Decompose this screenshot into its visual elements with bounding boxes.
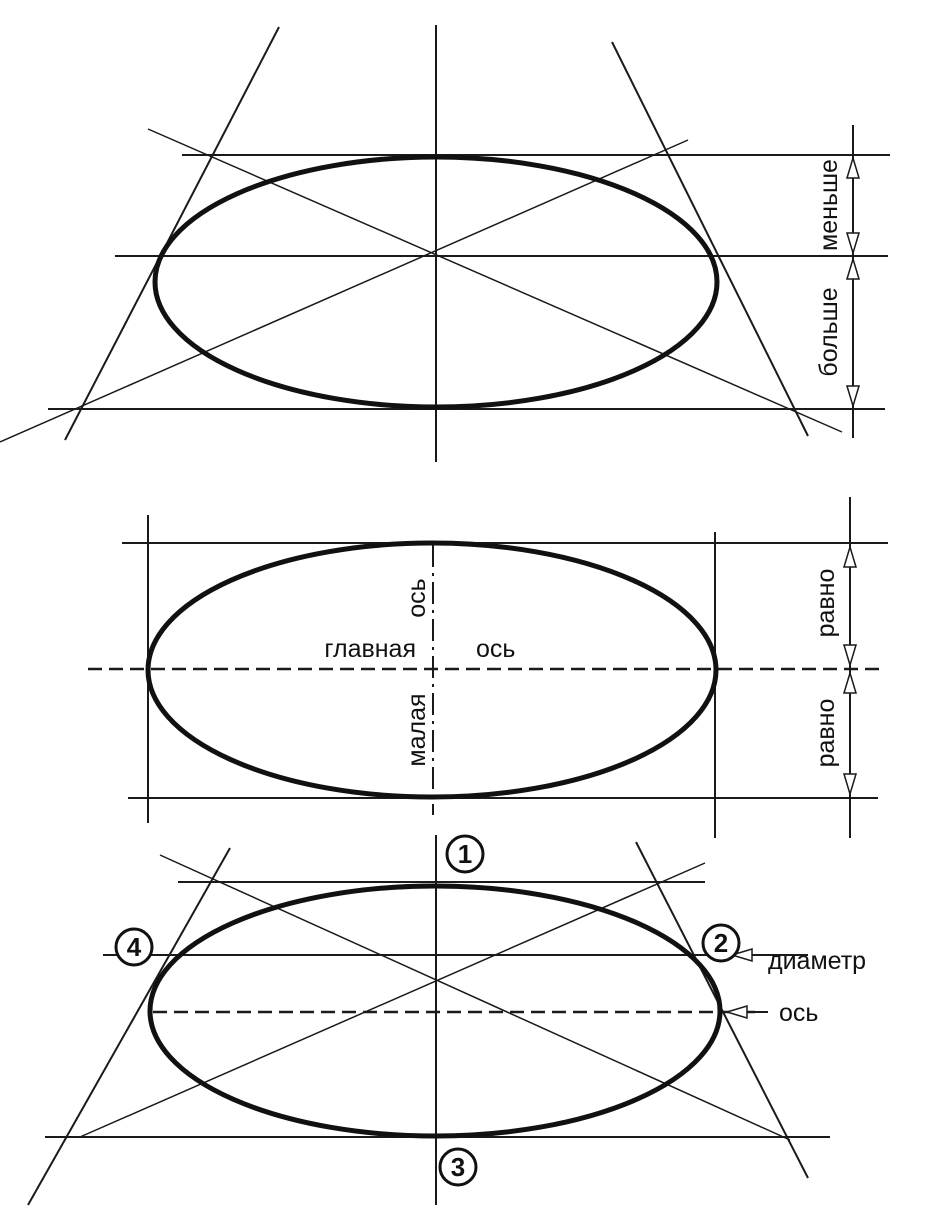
point-3-number: 3 [451, 1152, 465, 1182]
label-major-axis-word1: главная [324, 635, 416, 663]
label-equal-bottom: равно [812, 699, 840, 768]
fig2-arrow-3 [842, 670, 858, 694]
label-axis: ось [779, 999, 818, 1027]
label-minor-axis-word2: ось [403, 578, 431, 617]
point-4-circle [114, 927, 154, 967]
point-2-number: 2 [714, 928, 728, 958]
point-1-circle [445, 834, 485, 874]
label-minor-axis-word1: малая [403, 693, 431, 766]
point-4-number: 4 [127, 932, 142, 962]
label-major-axis-word2: ось [476, 635, 515, 663]
fig1-ellipse [152, 154, 720, 410]
fig3-diagonal-2 [79, 862, 706, 1138]
figure-1-perspective-ellipse: меньше больше [0, 25, 890, 462]
fig2-arrow-4 [842, 773, 858, 797]
fig3-ellipse [147, 883, 723, 1139]
fig1-arrow-4 [845, 385, 861, 409]
label-bigger: больше [815, 287, 843, 376]
fig1-arrow-3 [845, 256, 861, 280]
point-1-marker: 1 [445, 834, 485, 874]
figure-2-front-ellipse: равно равно главная ось малая ось [88, 497, 888, 838]
fig3-left-side-line [27, 847, 231, 1206]
point-3-circle [438, 1147, 478, 1187]
fig3-diagonal-1 [159, 854, 791, 1141]
label-equal-top: равно [812, 569, 840, 638]
fig1-right-side-line [611, 41, 809, 437]
fig1-diagonal-2 [0, 139, 689, 443]
fig1-diagonal-1 [147, 128, 843, 433]
fig2-arrow-2 [842, 644, 858, 668]
point-1-number: 1 [458, 839, 472, 869]
fig1-left-side-line [64, 26, 280, 441]
label-diameter: диаметр [768, 947, 866, 975]
point-2-marker: 2 [701, 923, 741, 963]
label-smaller: меньше [815, 159, 843, 251]
fig1-arrow-1 [845, 155, 861, 179]
point-3-marker: 3 [438, 1147, 478, 1187]
fig1-arrow-2 [845, 232, 861, 256]
figure-3-tangent-points: диаметр ось 1 2 3 4 [27, 834, 866, 1206]
fig2-arrow-1 [842, 544, 858, 568]
fig2-ellipse [145, 540, 719, 800]
point-2-circle [701, 923, 741, 963]
point-4-marker: 4 [114, 927, 154, 967]
fig3-axis-arrow [724, 1004, 748, 1020]
fig3-diameter-arrow [729, 947, 753, 963]
